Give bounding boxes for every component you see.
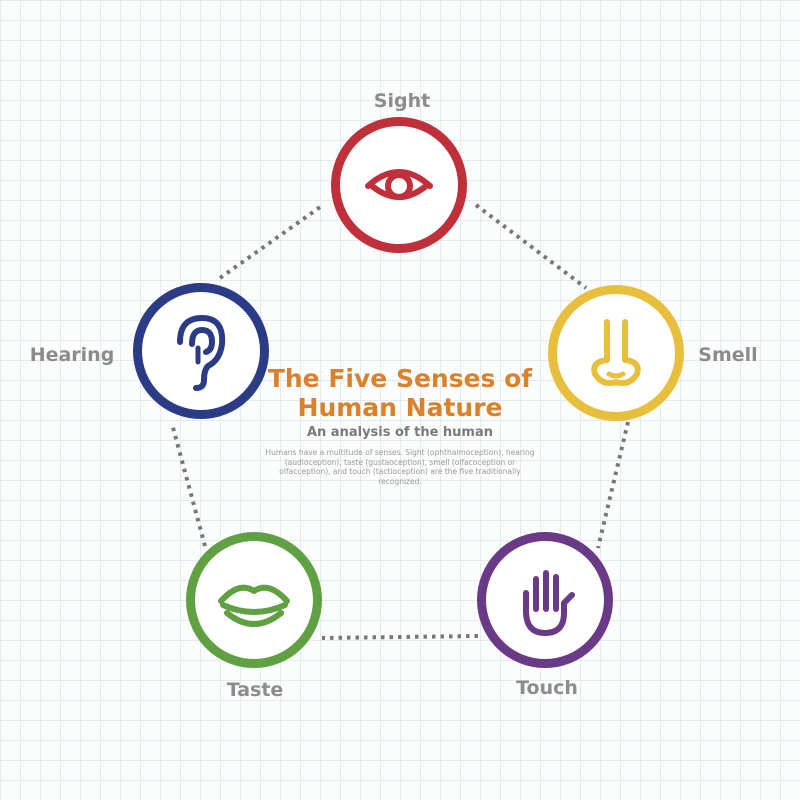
sense-circle-touch [477,532,613,668]
eye-icon [365,169,433,200]
connector-sight-smell [474,203,588,290]
sense-label-hearing: Hearing [29,344,115,366]
sense-circle-smell [548,285,684,421]
connector-hearing-sight [218,203,325,280]
hand-icon [523,570,575,636]
sense-label-taste: Taste [226,679,284,701]
nose-icon [591,319,641,386]
ear-icon [177,315,226,391]
diagram-description: Humans have a multitude of senses. Sight… [265,448,535,486]
connector-taste-hearing [170,423,207,547]
sense-label-sight: Sight [373,90,431,112]
sense-circle-taste [186,532,322,668]
connector-smell-touch [596,421,630,549]
diagram-title: The Five Senses of Human Nature [267,364,533,422]
sense-label-touch: Touch [516,677,578,699]
sense-circle-sight [331,117,467,253]
title-block: The Five Senses of Human Nature An analy… [250,364,550,486]
sense-circle-hearing [133,283,269,419]
sense-label-smell: Smell [698,344,758,366]
diagram-subtitle: An analysis of the human [306,425,494,440]
lips-icon [218,584,290,627]
connector-touch-taste [321,634,479,640]
